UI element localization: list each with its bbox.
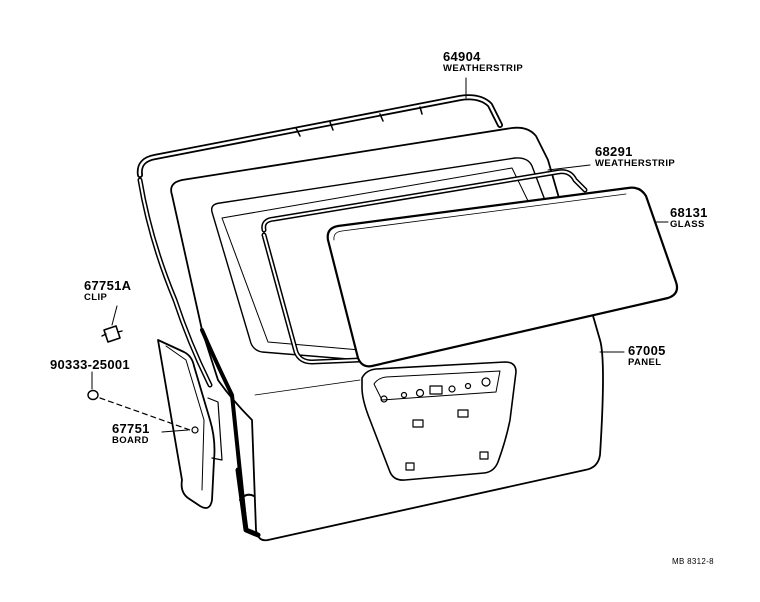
part-name: CLIP: [84, 292, 108, 303]
part-name: PANEL: [628, 357, 662, 368]
weatherstrip-outer-drawing: [136, 94, 503, 388]
part-number: 68291: [595, 144, 633, 159]
part-number: 90333-25001: [50, 357, 130, 372]
glass-drawing: [326, 186, 679, 368]
part-number: 67751: [112, 421, 150, 436]
callout-67751a: 67751A CLIP: [84, 279, 131, 303]
drawing-code: MB 8312-8: [672, 557, 714, 566]
clip-drawing: [101, 325, 123, 343]
weatherstrip-glass-drawing: [261, 169, 588, 365]
part-number: 67005: [628, 343, 666, 358]
callout-67751: 67751 BOARD: [112, 422, 150, 446]
callout-68131: 68131 GLASS: [670, 206, 708, 230]
part-name: WEATHERSTRIP: [443, 63, 524, 74]
part-number: 64904: [443, 49, 481, 64]
part-name: WEATHERSTRIP: [595, 158, 676, 169]
callout-68291: 68291 WEATHERSTRIP: [595, 145, 675, 169]
callout-64904: 64904 WEATHERSTRIP: [443, 50, 523, 74]
part-number: 67751A: [84, 278, 132, 293]
board-drawing: [157, 339, 223, 509]
plug-drawing: [87, 389, 99, 401]
part-name: BOARD: [112, 435, 149, 446]
assembly-dashed-line: [99, 397, 191, 431]
part-name: GLASS: [670, 219, 705, 230]
callout-67005: 67005 PANEL: [628, 344, 666, 368]
callout-90333-25001: 90333-25001: [50, 358, 130, 371]
leader-lines: [91, 77, 669, 433]
part-number: 68131: [670, 205, 708, 220]
